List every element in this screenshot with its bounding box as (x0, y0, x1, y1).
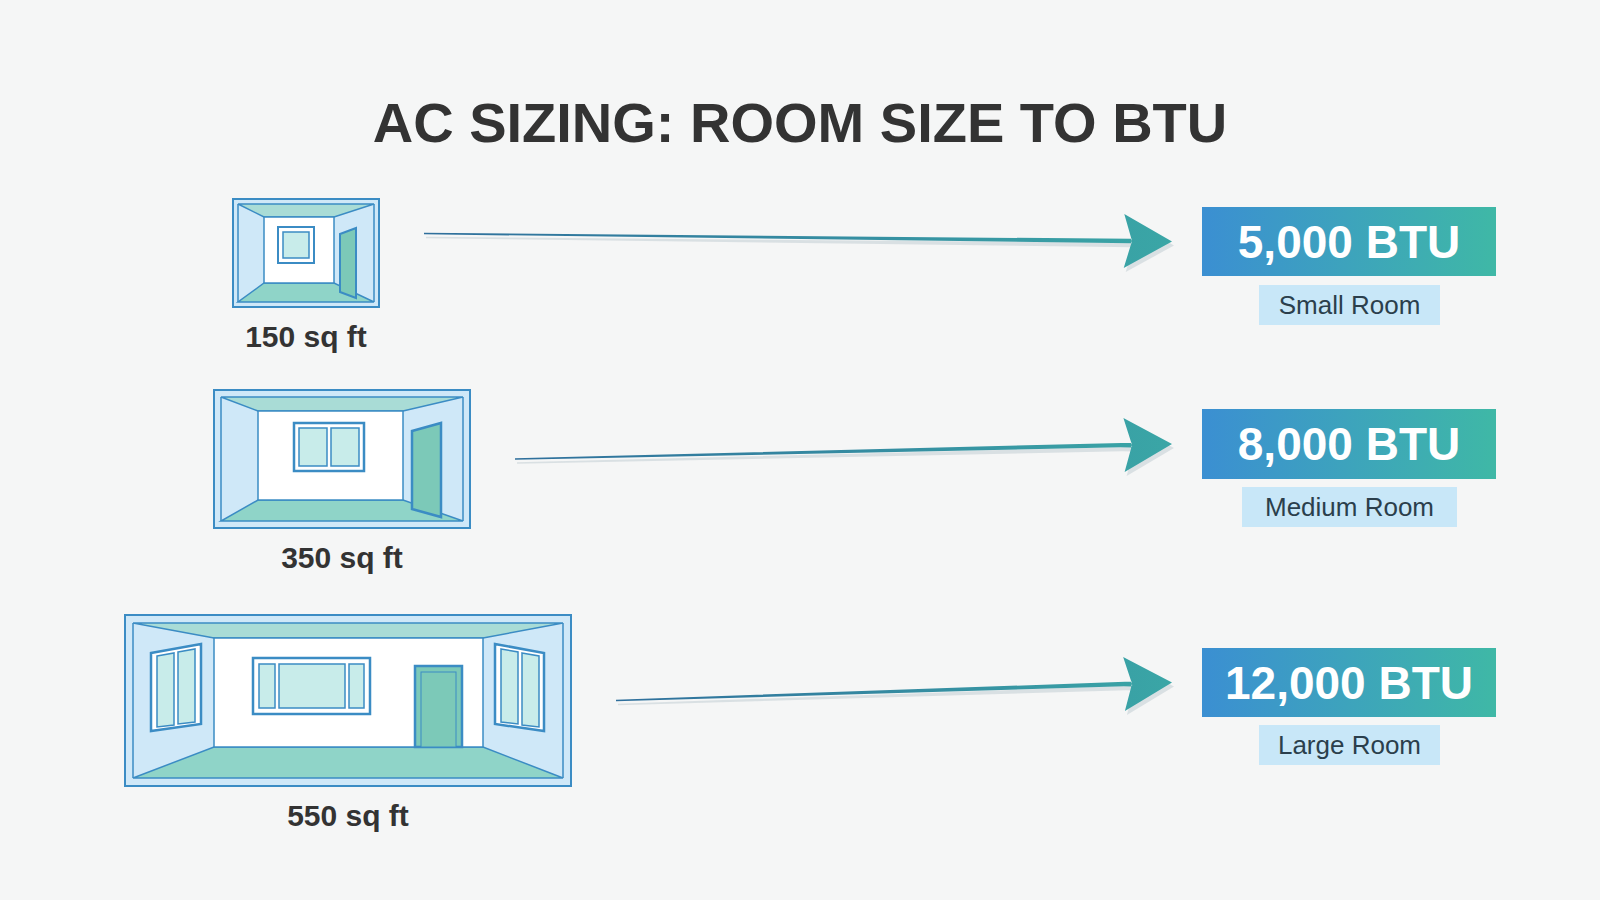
size-arrow (515, 418, 1172, 472)
room-size-tag: Small Room (1259, 285, 1440, 325)
btu-box: 12,000 BTU (1202, 648, 1496, 717)
btu-value: 8,000 BTU (1238, 417, 1460, 471)
diagram-title: AC SIZING: ROOM SIZE TO BTU (0, 90, 1600, 155)
size-arrow (424, 214, 1172, 268)
arrow-shadow (517, 422, 1174, 476)
room-size-tag: Large Room (1259, 725, 1440, 765)
room-illustration (232, 198, 380, 308)
room-box: 550 sq ft (124, 614, 572, 787)
room-size-label: Large Room (1278, 730, 1421, 761)
room-area-label: 150 sq ft (245, 320, 367, 354)
size-arrow (616, 657, 1172, 711)
room-illustration (213, 389, 471, 529)
arrow-shadow (426, 218, 1174, 272)
btu-value: 5,000 BTU (1238, 215, 1460, 269)
btu-box: 8,000 BTU (1202, 409, 1496, 479)
room-illustration (124, 614, 572, 787)
room-box: 150 sq ft (232, 198, 380, 308)
room-size-label: Small Room (1279, 290, 1421, 321)
room-size-tag: Medium Room (1242, 487, 1457, 527)
room-box: 350 sq ft (213, 389, 471, 529)
btu-value: 12,000 BTU (1225, 656, 1473, 710)
room-area-label: 350 sq ft (281, 541, 403, 575)
room-size-label: Medium Room (1265, 492, 1434, 523)
room-area-label: 550 sq ft (287, 799, 409, 833)
arrow-shadow (618, 661, 1174, 715)
btu-box: 5,000 BTU (1202, 207, 1496, 276)
